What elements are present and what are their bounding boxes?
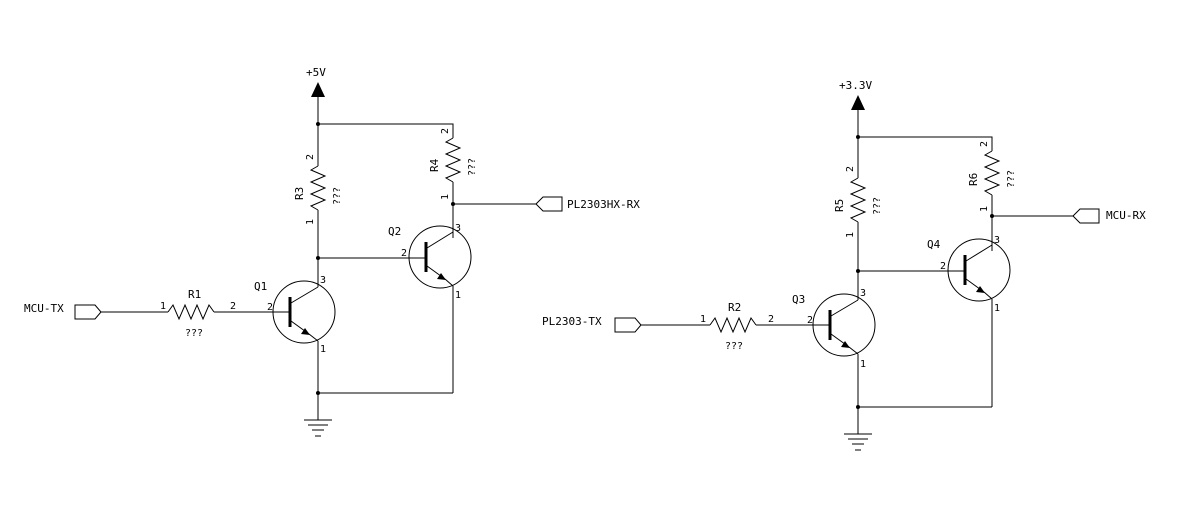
pin-number: 2: [940, 261, 946, 272]
resistor-r1: 1 2 R1 ???: [101, 288, 263, 339]
resistor-zigzag-icon: [444, 137, 462, 183]
resistor-zigzag-icon: [167, 303, 215, 321]
resistor-zigzag-icon: [983, 150, 1001, 196]
rail-wire: [858, 136, 993, 151]
ref-label: R6: [967, 173, 980, 186]
pin-number: 1: [979, 206, 990, 212]
pin-number: 2: [979, 141, 990, 147]
emitter-arrow-icon: [841, 341, 850, 348]
port-arrow-icon: [74, 304, 102, 320]
emitter-lead: [308, 333, 319, 342]
transistor-q2: 2 3 1 Q2: [388, 223, 472, 393]
ref-label: R2: [728, 301, 741, 314]
resistor-r3: 2 1 R3 ???: [293, 124, 343, 258]
port-arrow-icon: [614, 317, 642, 333]
value-label: ???: [467, 158, 478, 176]
pin-number: 2: [845, 166, 856, 172]
resistor-r6: 2 1 R6 ???: [967, 141, 1017, 251]
ref-label: R4: [428, 158, 441, 172]
circuit-2: +3.3V 2 1 R5 ??? 2 1 R6 ??? MCU-RX: [542, 79, 1146, 451]
ref-label: R3: [293, 187, 306, 200]
pin-number: 1: [455, 290, 461, 301]
port-arrow-icon: [1072, 208, 1100, 224]
emitter-lead: [983, 291, 993, 300]
rail-wire: [318, 123, 454, 138]
port-label: MCU-RX: [1106, 209, 1146, 222]
ref-label: R1: [188, 288, 201, 301]
transistor-q4: 2 3 1 Q4: [927, 235, 1011, 407]
pin-number: 2: [305, 154, 316, 160]
emitter-arrow-icon: [976, 286, 985, 293]
ref-label: Q4: [927, 238, 941, 251]
resistor-zigzag-icon: [849, 177, 867, 223]
emitter-lead: [444, 278, 454, 287]
value-label: ???: [332, 187, 343, 205]
supply-3v3: +3.3V: [839, 79, 872, 137]
emitter-arrow-icon: [301, 328, 310, 335]
resistor-r2: 1 2 R2 ???: [641, 301, 804, 352]
emitter-arrow-icon: [437, 273, 446, 280]
pin-number: 3: [455, 223, 461, 234]
port-label: PL2303HX-RX: [567, 198, 640, 211]
pin-number: 2: [401, 248, 407, 259]
resistor-zigzag-icon: [709, 316, 757, 334]
supply-arrow-icon: [851, 95, 865, 110]
emitter-lead: [848, 346, 859, 355]
value-label: ???: [872, 197, 883, 215]
pin-number: 1: [160, 301, 166, 312]
pin-number: 1: [700, 314, 706, 325]
supply-arrow-icon: [311, 82, 325, 97]
pin-number: 3: [860, 288, 866, 299]
port-arrow-icon: [535, 196, 563, 212]
junction-dot: [451, 202, 455, 206]
collector-lead: [290, 286, 319, 304]
pin-number: 2: [440, 128, 451, 134]
value-label: ???: [1006, 170, 1017, 188]
ref-label: Q1: [254, 280, 267, 293]
input-port-pl2303-tx: PL2303-TX: [542, 315, 642, 333]
junction-dot: [990, 214, 994, 218]
pin-number: 2: [267, 302, 273, 313]
transistor-body-icon: [947, 238, 1011, 302]
resistor-r4: 2 1 R4 ???: [428, 128, 478, 238]
pin-number: 1: [320, 344, 326, 355]
supply-5v: +5V: [306, 66, 326, 124]
ground-icon: [844, 433, 872, 451]
pin-number: 2: [230, 301, 236, 312]
pin-number: 1: [994, 303, 1000, 314]
pin-number: 1: [440, 194, 451, 200]
output-port-mcu-rx: MCU-RX: [1072, 208, 1146, 224]
transistor-body-icon: [408, 225, 472, 289]
pin-number: 2: [768, 314, 774, 325]
ground-icon: [304, 419, 332, 437]
junction-dot: [856, 405, 860, 409]
transistor-q1: 2 3 1 Q1: [254, 258, 336, 355]
supply-label: +3.3V: [839, 79, 872, 92]
output-port-pl2303hx-rx: PL2303HX-RX: [535, 196, 640, 212]
collector-lead: [965, 244, 993, 262]
collector-lead: [426, 231, 454, 249]
value-label: ???: [725, 341, 743, 352]
resistor-zigzag-icon: [309, 165, 327, 211]
pin-number: 2: [807, 315, 813, 326]
transistor-q3: 2 3 1 Q3: [792, 271, 876, 370]
port-label: PL2303-TX: [542, 315, 602, 328]
junction-dot: [316, 391, 320, 395]
input-port-mcu-tx: MCU-TX: [24, 302, 102, 320]
supply-label: +5V: [306, 66, 326, 79]
value-label: ???: [185, 328, 203, 339]
pin-number: 3: [994, 235, 1000, 246]
ref-label: Q3: [792, 293, 805, 306]
port-label: MCU-TX: [24, 302, 64, 315]
pin-number: 1: [860, 359, 866, 370]
pin-number: 3: [320, 275, 326, 286]
circuit-1: +5V 2 1 R3 ??? 2 1 R4 ??? PL23: [24, 66, 640, 437]
pin-number: 1: [305, 219, 316, 225]
ref-label: R5: [833, 199, 846, 212]
resistor-r5: 2 1 R5 ???: [833, 137, 883, 271]
ref-label: Q2: [388, 225, 401, 238]
collector-lead: [830, 299, 859, 317]
pin-number: 1: [845, 232, 856, 238]
